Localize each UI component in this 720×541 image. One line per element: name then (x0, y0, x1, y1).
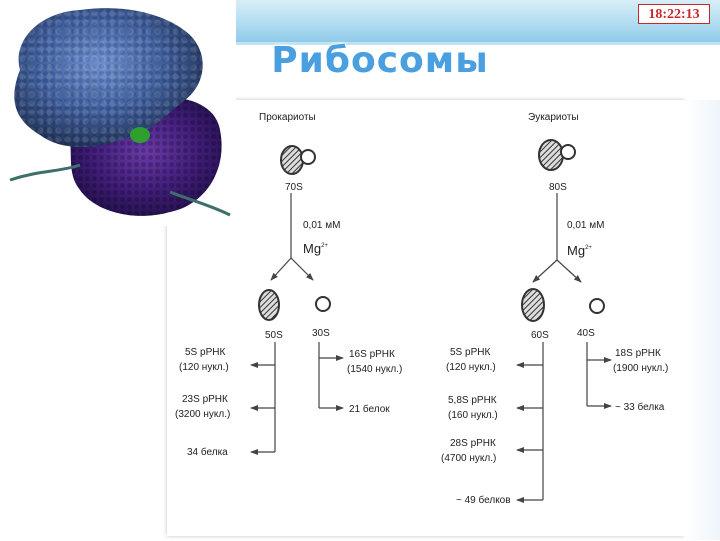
eukaryote-18s-rrna: 18S рРНК (615, 348, 661, 359)
prokaryote-mg-concentration: 0,01 мМ (303, 220, 340, 231)
eukaryote-mg-concentration: 0,01 мМ (567, 220, 604, 231)
prokaryote-5s-rrna: 5S рРНК (185, 347, 225, 358)
eukaryote-80s-small-shape (560, 144, 576, 160)
prokaryote-16s-rrna: 16S рРНК (349, 349, 395, 360)
prokaryote-arrow-small (290, 257, 314, 281)
ribosome-structure-image (0, 0, 236, 226)
diagram-frame: Прокариоты 70S 0,01 мМ Mg2+ 50S 30S 5S р… (167, 100, 684, 536)
prokaryote-30s-shape (315, 296, 331, 312)
prokaryote-30s-label: 30S (312, 328, 330, 339)
prokaryote-23s-rrna: 23S рРНК (182, 394, 228, 405)
prokaryote-50s-label: 50S (265, 330, 283, 341)
ribosome-structure-drawing (9, 8, 231, 217)
header-divider (0, 42, 720, 45)
prokaryote-small-proteins: 21 белок (349, 403, 390, 415)
prokaryote-heading: Прокариоты (259, 112, 316, 123)
prokaryote-16s-length: (1540 нукл.) (347, 364, 402, 375)
prokaryote-70s-label: 70S (285, 182, 303, 193)
eukaryote-5s-length: (120 нукл.) (446, 362, 496, 373)
prokaryote-70s-small-shape (300, 149, 316, 165)
eukaryote-heading: Эукариоты (528, 112, 579, 123)
eukaryote-arrow-small (556, 259, 582, 283)
prokaryote-23s-length: (3200 нукл.) (175, 409, 230, 420)
clock-display: 18:22:13 (638, 4, 710, 24)
right-edge-strip (684, 100, 720, 540)
prokaryote-70s-large-shape (280, 145, 304, 175)
ribosome-diagram: Прокариоты 70S 0,01 мМ Mg2+ 50S 30S 5S р… (175, 112, 668, 506)
eukaryote-60s-shape (521, 288, 545, 322)
eukaryote-18s-length: (1900 нукл.) (613, 363, 668, 374)
eukaryote-28s-length: (4700 нукл.) (441, 453, 496, 464)
eukaryote-5-8s-length: (160 нукл.) (448, 410, 498, 421)
eukaryote-40s-shape (589, 298, 605, 314)
eukaryote-large-proteins: ~ 49 белков (456, 494, 511, 506)
eukaryote-28s-rrna: 28S рРНК (450, 438, 496, 449)
prokaryote-50s-shape (258, 289, 280, 321)
eukaryote-small-proteins: ~ 33 белка (615, 401, 665, 413)
prokaryote-arrow-large (270, 257, 292, 281)
eukaryote-mg-ion: Mg2+ (567, 243, 592, 258)
prokaryote-column: Прокариоты 70S 0,01 мМ Mg2+ 50S 30S 5S р… (175, 112, 402, 458)
prokaryote-large-proteins: 34 белка (187, 446, 228, 458)
eukaryote-40s-label: 40S (577, 328, 595, 339)
eukaryote-80s-large-shape (538, 139, 564, 171)
prokaryote-5s-length: (120 нукл.) (179, 362, 229, 373)
eukaryote-5-8s-rrna: 5,8S рРНК (448, 395, 497, 406)
eukaryote-arrow-large (532, 259, 558, 283)
eukaryote-60s-label: 60S (531, 330, 549, 341)
page-title: Рибосомы (271, 40, 489, 81)
prokaryote-mg-ion: Mg2+ (303, 241, 328, 256)
eukaryote-80s-label: 80S (549, 182, 567, 193)
eukaryote-5s-rrna: 5S рРНК (450, 347, 490, 358)
eukaryote-column: Эукариоты 80S 0,01 мМ Mg2+ 60S 40S 5S рР… (441, 112, 668, 506)
